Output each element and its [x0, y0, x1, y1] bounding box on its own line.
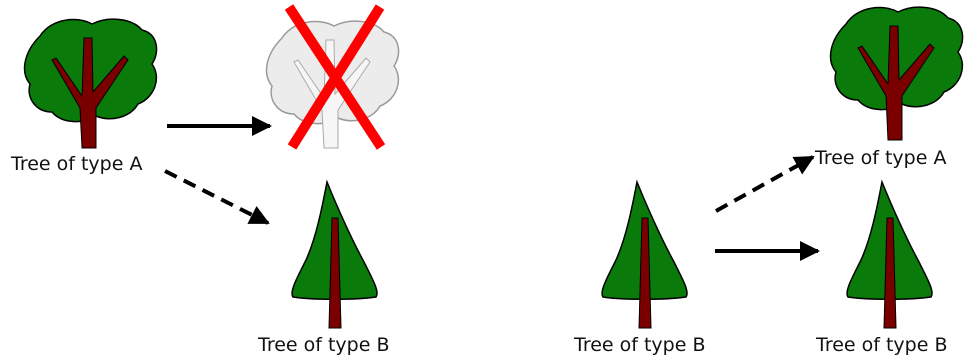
regeneration-arrow-dashed	[164, 169, 270, 225]
label-right-result-a: Tree of type A	[815, 147, 947, 169]
label-right-result-b: Tree of type B	[816, 334, 948, 356]
label-left-tree-a: Tree of type A	[11, 153, 143, 175]
deciduous-tree-icon	[829, 6, 964, 141]
label-left-tree-b: Tree of type B	[258, 334, 390, 356]
conifer-tree-icon	[291, 179, 378, 329]
label-right-source-b: Tree of type B	[574, 334, 706, 356]
deciduous-tree-icon	[23, 18, 158, 149]
conifer-tree-icon	[601, 179, 688, 329]
conifer-tree-icon	[846, 179, 933, 329]
invasion-arrow-dashed	[715, 155, 815, 213]
cross-icon	[284, 4, 386, 150]
